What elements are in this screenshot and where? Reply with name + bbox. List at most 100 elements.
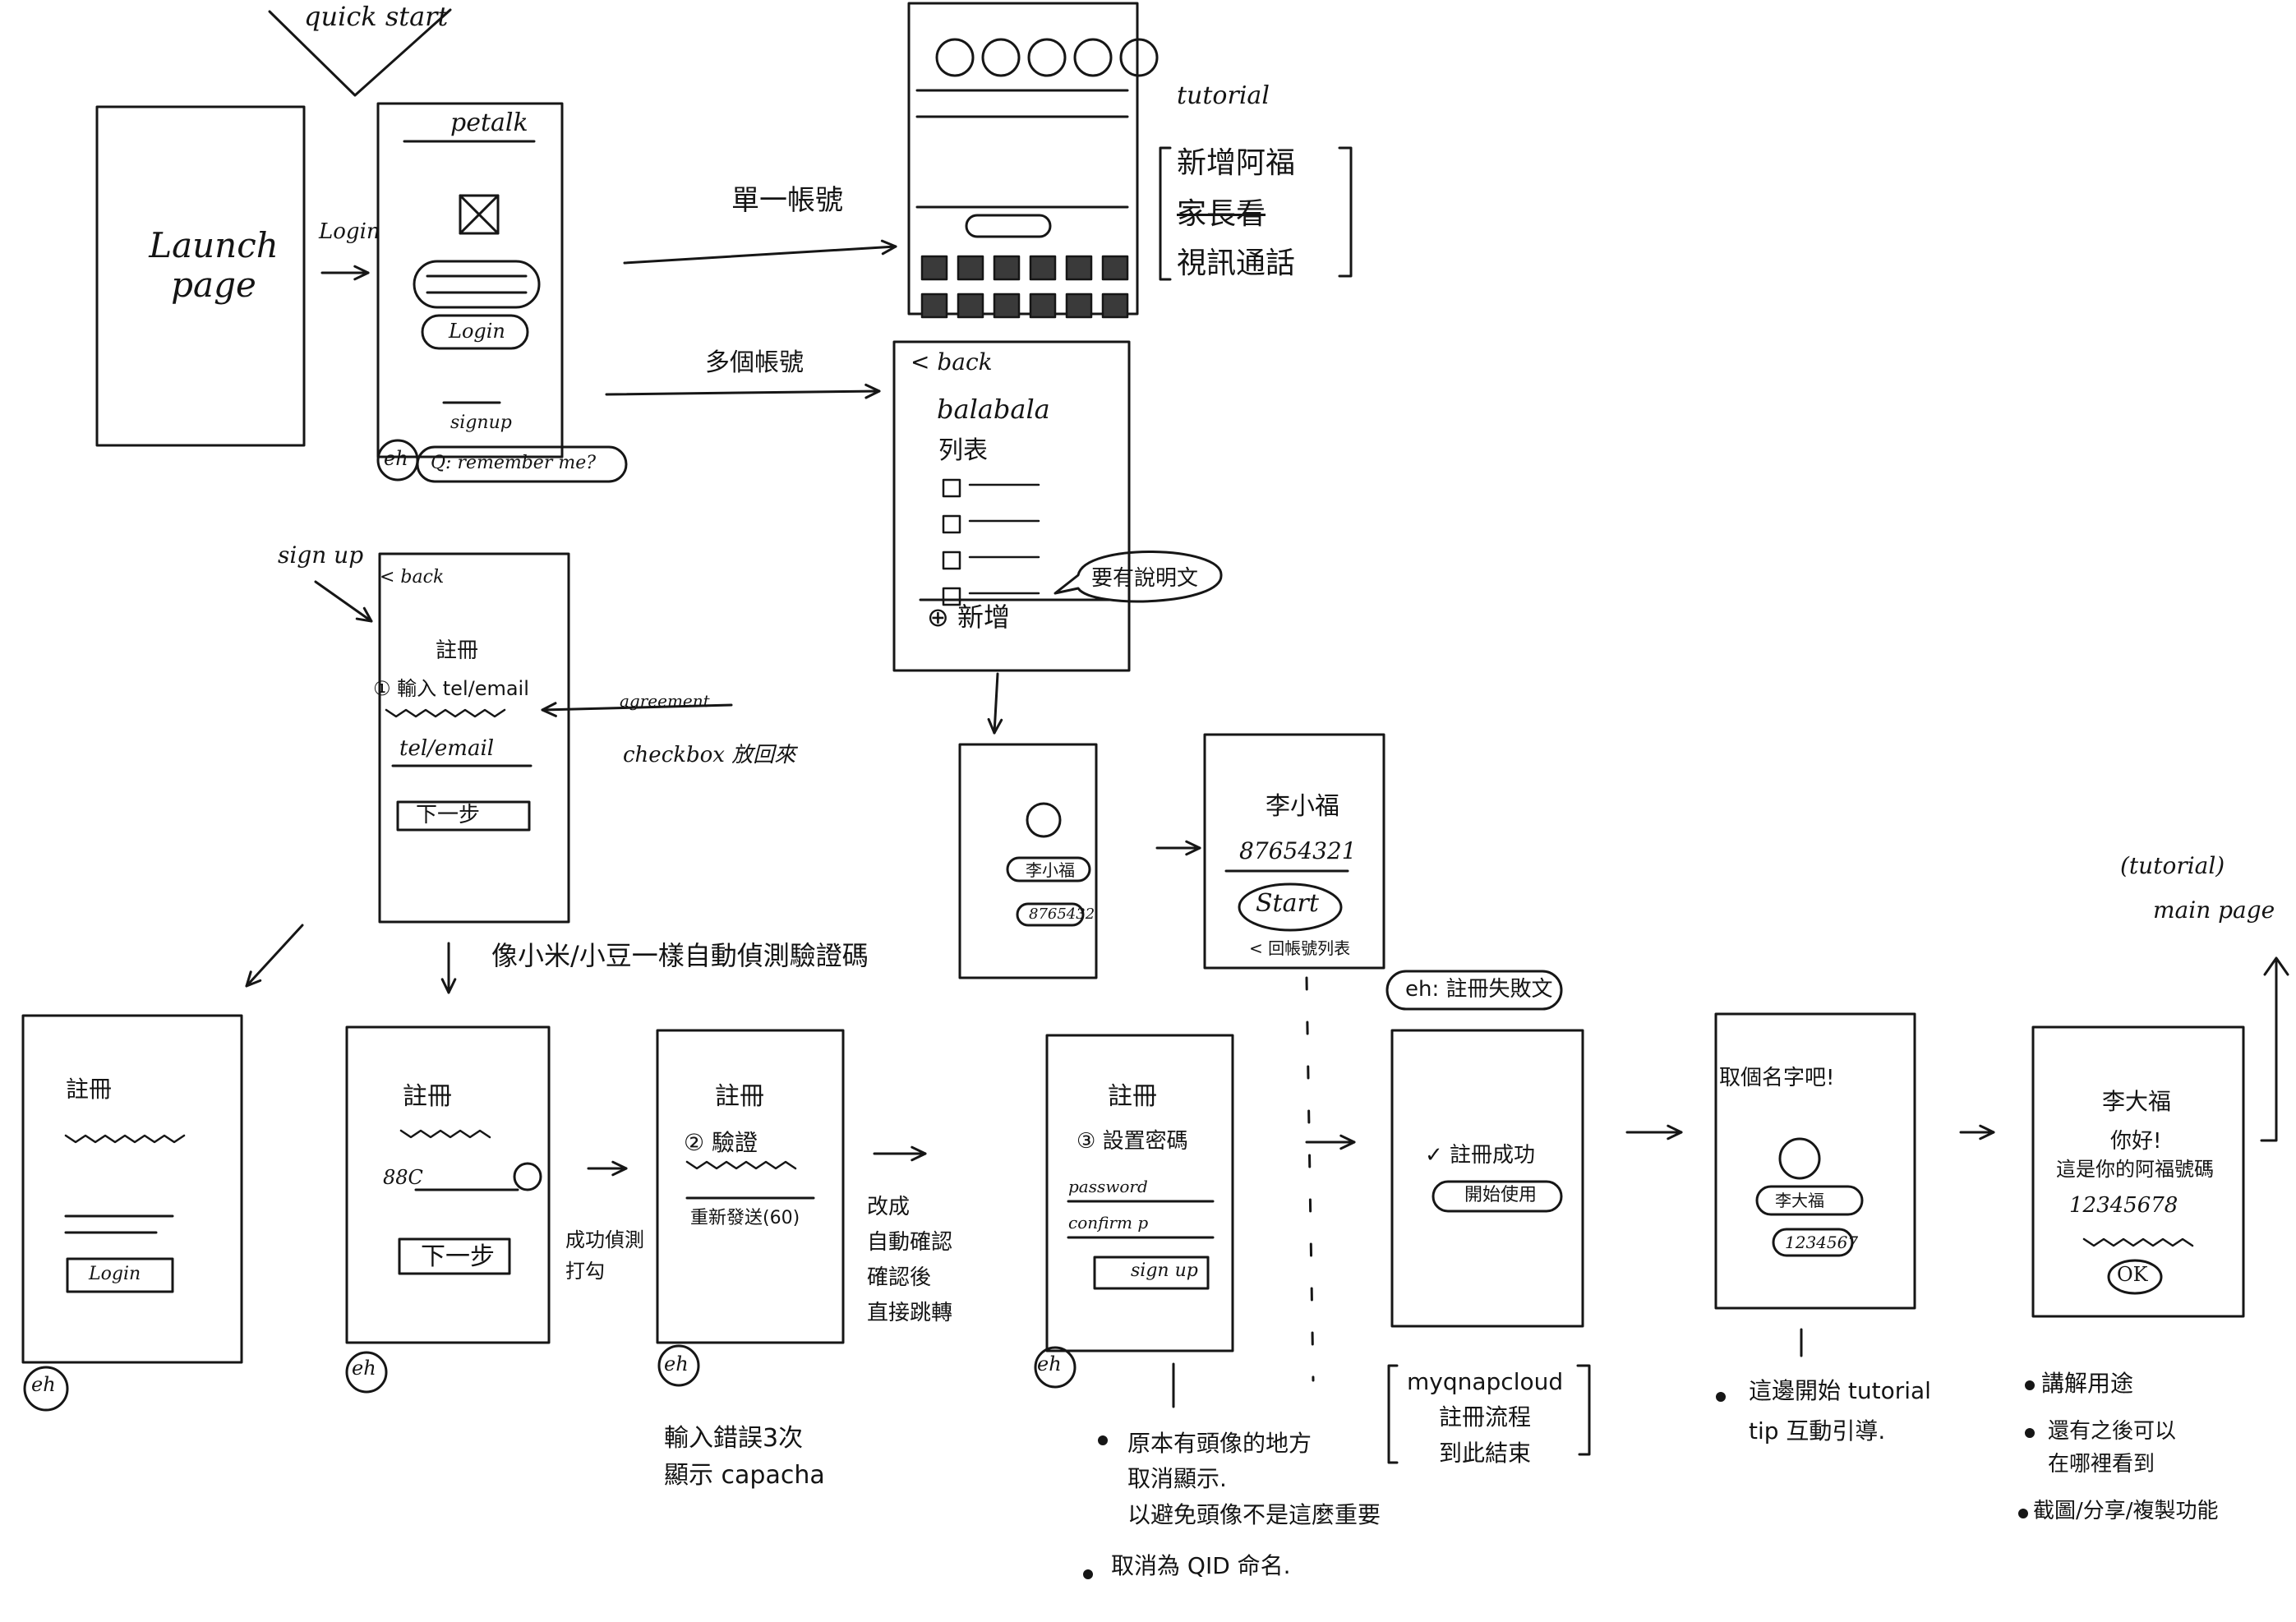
multi-account-label: 多個帳號 — [705, 348, 804, 377]
s7-ok-button[interactable]: OK — [2117, 1263, 2148, 1286]
qnap-right-bracket — [1576, 1364, 1591, 1456]
sign-up-label: sign up — [278, 541, 364, 569]
note-bullet-0 — [1098, 1435, 1108, 1445]
profile-name-pill: 李小福 — [1026, 860, 1075, 880]
tutorial-tile — [1065, 293, 1093, 319]
tutorial-tile — [1029, 255, 1057, 281]
s3-resend[interactable]: 重新發送(60) — [690, 1208, 800, 1228]
s1-squiggle — [64, 1134, 186, 1144]
s1-frame — [21, 1014, 243, 1364]
tutorial-screen-frame — [907, 2, 1139, 316]
tutorial-avatar-0 — [935, 38, 975, 77]
s6-name-pill-shape — [1755, 1185, 1864, 1216]
s2-check-circle — [513, 1162, 542, 1191]
s7-name: 李大福 — [2102, 1088, 2172, 1115]
s5-frame — [1390, 1029, 1584, 1328]
tutorial-item-2: 家長看 — [1177, 197, 1266, 231]
s2-title: 註冊 — [403, 1082, 452, 1111]
arrow-main-page-head — [2263, 956, 2289, 976]
s4-eh-circle — [1034, 1346, 1077, 1389]
account-list-subtitle: 列表 — [938, 436, 988, 465]
tutorial-avatar-3 — [1073, 38, 1113, 77]
signup-next-button[interactable]: 下一步 — [416, 803, 481, 827]
login-brand-label: petalk — [450, 108, 528, 137]
tutorial-tile — [993, 293, 1021, 319]
account-list-back[interactable]: < back — [911, 348, 993, 376]
tutorial-avatar-2 — [1027, 38, 1067, 77]
auto-verify-label: 像小米/小豆一樣自動偵測驗證碼 — [491, 940, 869, 971]
tutorial-main-label-2: main page — [2153, 896, 2275, 924]
account-checkbox-1 — [942, 514, 961, 534]
final-note-3: 截圖/分享/複製功能 — [2033, 1499, 2219, 1523]
single-account-label: 單一帳號 — [731, 184, 843, 217]
s7-number-caption: 這是你的阿福號碼 — [2056, 1158, 2214, 1181]
login-screen-frame — [376, 102, 564, 458]
arrow-main-page — [2260, 960, 2278, 1142]
profile-id-pill-shape — [1016, 902, 1085, 927]
remember-me-pill — [416, 445, 628, 483]
tutorial-tile — [920, 293, 948, 319]
account-list-add[interactable]: ⊕ 新增 — [927, 601, 1010, 633]
arrow-list-to-profile — [993, 672, 999, 735]
final-note-1: 講解用途 — [2041, 1370, 2134, 1397]
s6-header: 取個名字吧! — [1719, 1066, 1835, 1090]
signup-squiggle — [385, 708, 506, 718]
s1-login-box — [66, 1257, 174, 1293]
launch-page-title: Launch page — [149, 225, 279, 306]
signup-link[interactable]: signup — [450, 412, 512, 433]
s4-signup-button[interactable]: sign up — [1131, 1260, 1198, 1281]
s4-password-field[interactable]: password — [1068, 1177, 1148, 1196]
arrow-s2-s3-head — [611, 1160, 628, 1177]
s6-name-pill[interactable]: 李大福 — [1775, 1191, 1824, 1210]
signup-tel-email-field[interactable]: tel/email — [399, 736, 495, 761]
account-list-title: balabala — [937, 394, 1050, 425]
success-check-label: 成功偵測 打勾 — [565, 1228, 644, 1283]
start-button[interactable]: Start — [1256, 889, 1319, 918]
s5-start-pill — [1432, 1180, 1563, 1213]
quick-start-chevron — [268, 8, 452, 97]
tutorial-item-3: 視訊通話 — [1177, 247, 1296, 280]
s2-eh-badge: eh — [352, 1357, 376, 1380]
arrow-profile-to-start-head — [1185, 840, 1201, 856]
tutorial-tip-note: 這邊開始 tutorial tip 互動引導. — [1749, 1377, 1931, 1445]
start-card-name: 李小福 — [1266, 792, 1339, 821]
profile-name-pill-shape — [1006, 856, 1091, 882]
s7-greeting: 你好! — [2110, 1129, 2162, 1154]
launch-page-frame — [95, 105, 306, 447]
account-checkbox-3 — [942, 587, 961, 606]
s7-squiggle — [2082, 1237, 2194, 1247]
tutorial-tile — [957, 255, 984, 281]
login-button-label[interactable]: Login — [449, 320, 505, 343]
arrow-launch-login-head — [353, 265, 370, 281]
s2-next-button[interactable]: 下一步 — [421, 1242, 495, 1271]
s2-code: 88C — [383, 1166, 423, 1189]
qnap-left-bracket — [1387, 1364, 1399, 1464]
tutorial-item-1: 新增阿福 — [1177, 146, 1296, 180]
s1-title: 註冊 — [66, 1076, 113, 1103]
s4-step: ③ 設置密碼 — [1077, 1129, 1188, 1154]
signup-back[interactable]: < back — [380, 567, 445, 588]
s2-eh-circle — [345, 1351, 388, 1394]
s2-frame — [345, 1025, 551, 1344]
s1-eh-circle — [23, 1366, 69, 1412]
back-to-list-link[interactable]: < 回帳號列表 — [1249, 938, 1351, 958]
tutorial-main-label-1: (tutorial) — [2120, 852, 2225, 879]
s4-title: 註冊 — [1108, 1082, 1157, 1111]
s7-ok-oval — [2107, 1259, 2163, 1295]
arrow-signup-head — [355, 606, 373, 623]
eh-fail-pill — [1385, 970, 1563, 1011]
auto-confirm-label: 改成 自動確認 確認後 直接跳轉 — [867, 1195, 953, 1325]
login-input-group — [413, 260, 541, 309]
s1-login-button[interactable]: Login — [89, 1264, 141, 1284]
s5-success-step: ✓ 註冊成功 — [1425, 1143, 1536, 1168]
remember-me-note: Q: remember me? — [431, 453, 597, 473]
s4-confirm-field[interactable]: confirm p — [1068, 1213, 1149, 1233]
s5-start-button[interactable]: 開始使用 — [1464, 1185, 1538, 1205]
s6-avatar — [1778, 1137, 1821, 1180]
note-bullet-5 — [2018, 1509, 2028, 1518]
tutorial-tile — [1029, 293, 1057, 319]
arrow-signup-to-s2-head — [440, 978, 457, 994]
start-button-oval — [1238, 882, 1343, 932]
qnap-dashed-line — [1305, 976, 1315, 1382]
